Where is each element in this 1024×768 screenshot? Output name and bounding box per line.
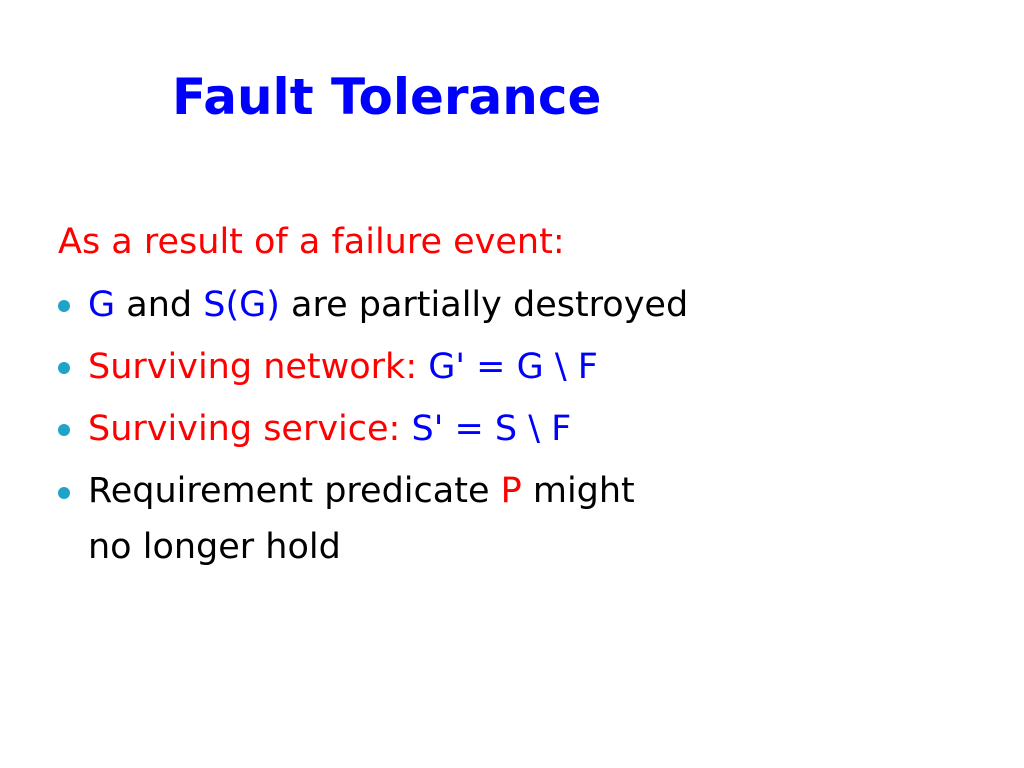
bullet-dot-icon — [58, 487, 70, 499]
intro-text: As a result of a failure event: — [58, 222, 565, 262]
bullet-1-and: and — [115, 285, 204, 325]
bullet-list: G and S(G) are partially destroyed Survi… — [58, 274, 998, 575]
bullet-item-4: Requirement predicate P might no longer … — [58, 460, 998, 575]
bullet-3-label: Surviving service: — [88, 409, 412, 449]
bullet-2-label: Surviving network: — [88, 347, 429, 387]
bullet-item-3: Surviving service: S' = S \ F — [58, 398, 998, 460]
bullet-4-start: Requirement predicate — [88, 471, 501, 511]
bullet-1-g: G — [88, 285, 116, 325]
bullet-3-formula: S' = S \ F — [411, 409, 572, 449]
bullet-dot-icon — [58, 300, 70, 312]
bullet-2-formula: G' = G \ F — [428, 347, 598, 387]
bullet-4-line2: no longer hold — [88, 527, 341, 567]
bullet-4-p: P — [500, 471, 522, 511]
slide-title: Fault Tolerance — [172, 68, 602, 126]
bullet-dot-icon — [58, 424, 70, 436]
bullet-item-2: Surviving network: G' = G \ F — [58, 336, 998, 398]
bullet-1-sg: S(G) — [203, 285, 280, 325]
bullet-4-might: might — [521, 471, 635, 511]
bullet-item-1: G and S(G) are partially destroyed — [58, 274, 998, 336]
bullet-1-rest: are partially destroyed — [279, 285, 689, 325]
bullet-dot-icon — [58, 362, 70, 374]
